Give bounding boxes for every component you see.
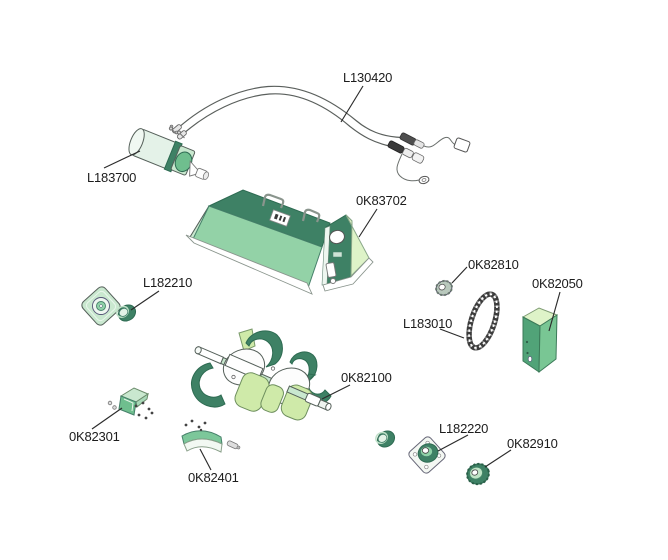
hood-handle-right: [301, 208, 321, 223]
part-labels: L130420 L183700 0K83702 L182210 0K82810 …: [69, 70, 583, 485]
cable-lower: [182, 93, 393, 148]
drive-chain: [466, 291, 500, 351]
part-label-0k82810: 0K82810: [468, 257, 519, 272]
hood-shaft-hole: [329, 229, 345, 245]
skid-wear-plate: [181, 419, 241, 453]
part-label-0k82910: 0K82910: [507, 436, 558, 451]
rotor-shaft-front: [286, 385, 332, 411]
left-bearing-and-flange: [81, 286, 137, 326]
hood-bottom-flange-left: [185, 234, 313, 295]
hood-bottom-flange-right: [322, 257, 374, 292]
skid-pin: [226, 440, 241, 450]
hood-label-plate: [269, 209, 291, 227]
tine-blade-dark-left: [191, 362, 226, 408]
cable-adjuster-upper: [399, 132, 471, 153]
part-label-0k82301: 0K82301: [69, 429, 120, 444]
part-label-l130420: L130420: [343, 70, 392, 85]
leader-l182210: [130, 290, 160, 311]
leader-0k82810: [451, 266, 468, 284]
leader-0k82910: [484, 449, 512, 468]
hood-side-gusset: [345, 214, 370, 278]
skid-front-band: [183, 438, 223, 453]
chain-case-cover: [521, 307, 559, 374]
cable-upper: [177, 85, 403, 139]
tine-blade-light-2: [260, 384, 284, 413]
part-label-l182220: L182220: [439, 421, 488, 436]
bracket-bolt-dots: [134, 401, 154, 420]
leader-l130420: [340, 85, 364, 123]
cable-adjuster-lower: [387, 140, 430, 185]
part-label-l183700: L183700: [87, 170, 136, 185]
tiller-hood-housing: [185, 189, 374, 295]
skid-bolt-dots: [184, 419, 207, 432]
hood-handle-left: [261, 193, 285, 209]
part-label-0k83702: 0K83702: [356, 193, 407, 208]
part-label-l182210: L182210: [143, 275, 192, 290]
clutch-actuator-motor: [128, 126, 210, 180]
tine-blade-dark-1: [245, 330, 283, 368]
leader-l183700: [103, 150, 141, 169]
control-cable-assembly: [169, 85, 471, 185]
bearing-ring-left: [116, 304, 137, 322]
leader-l182220: [437, 434, 469, 452]
hood-latch: [325, 262, 337, 284]
part-label-l183010: L183010: [403, 316, 452, 331]
case-side-face: [538, 314, 558, 374]
bearing-ring-right: [375, 430, 396, 448]
small-sprocket: [435, 279, 453, 297]
leader-0k82050: [548, 291, 561, 332]
mounting-bracket: [107, 387, 154, 420]
drive-sprocket-hub: [466, 462, 490, 486]
leader-l183010: [439, 328, 465, 339]
case-front-face: [522, 316, 541, 373]
right-flange-bearing: [375, 430, 446, 474]
part-label-0k82050: 0K82050: [532, 276, 583, 291]
hood-end-label-plate: [332, 251, 343, 258]
leader-0k82100: [321, 384, 351, 400]
leader-0k82401: [199, 448, 212, 471]
part-label-0k82401: 0K82401: [188, 470, 239, 485]
tine-rotor-shaft-assembly: [191, 328, 332, 421]
part-label-0k82100: 0K82100: [341, 370, 392, 385]
motor-bolts: [168, 126, 185, 139]
leader-0k82301: [91, 407, 123, 430]
leader-0k83702: [358, 208, 378, 238]
